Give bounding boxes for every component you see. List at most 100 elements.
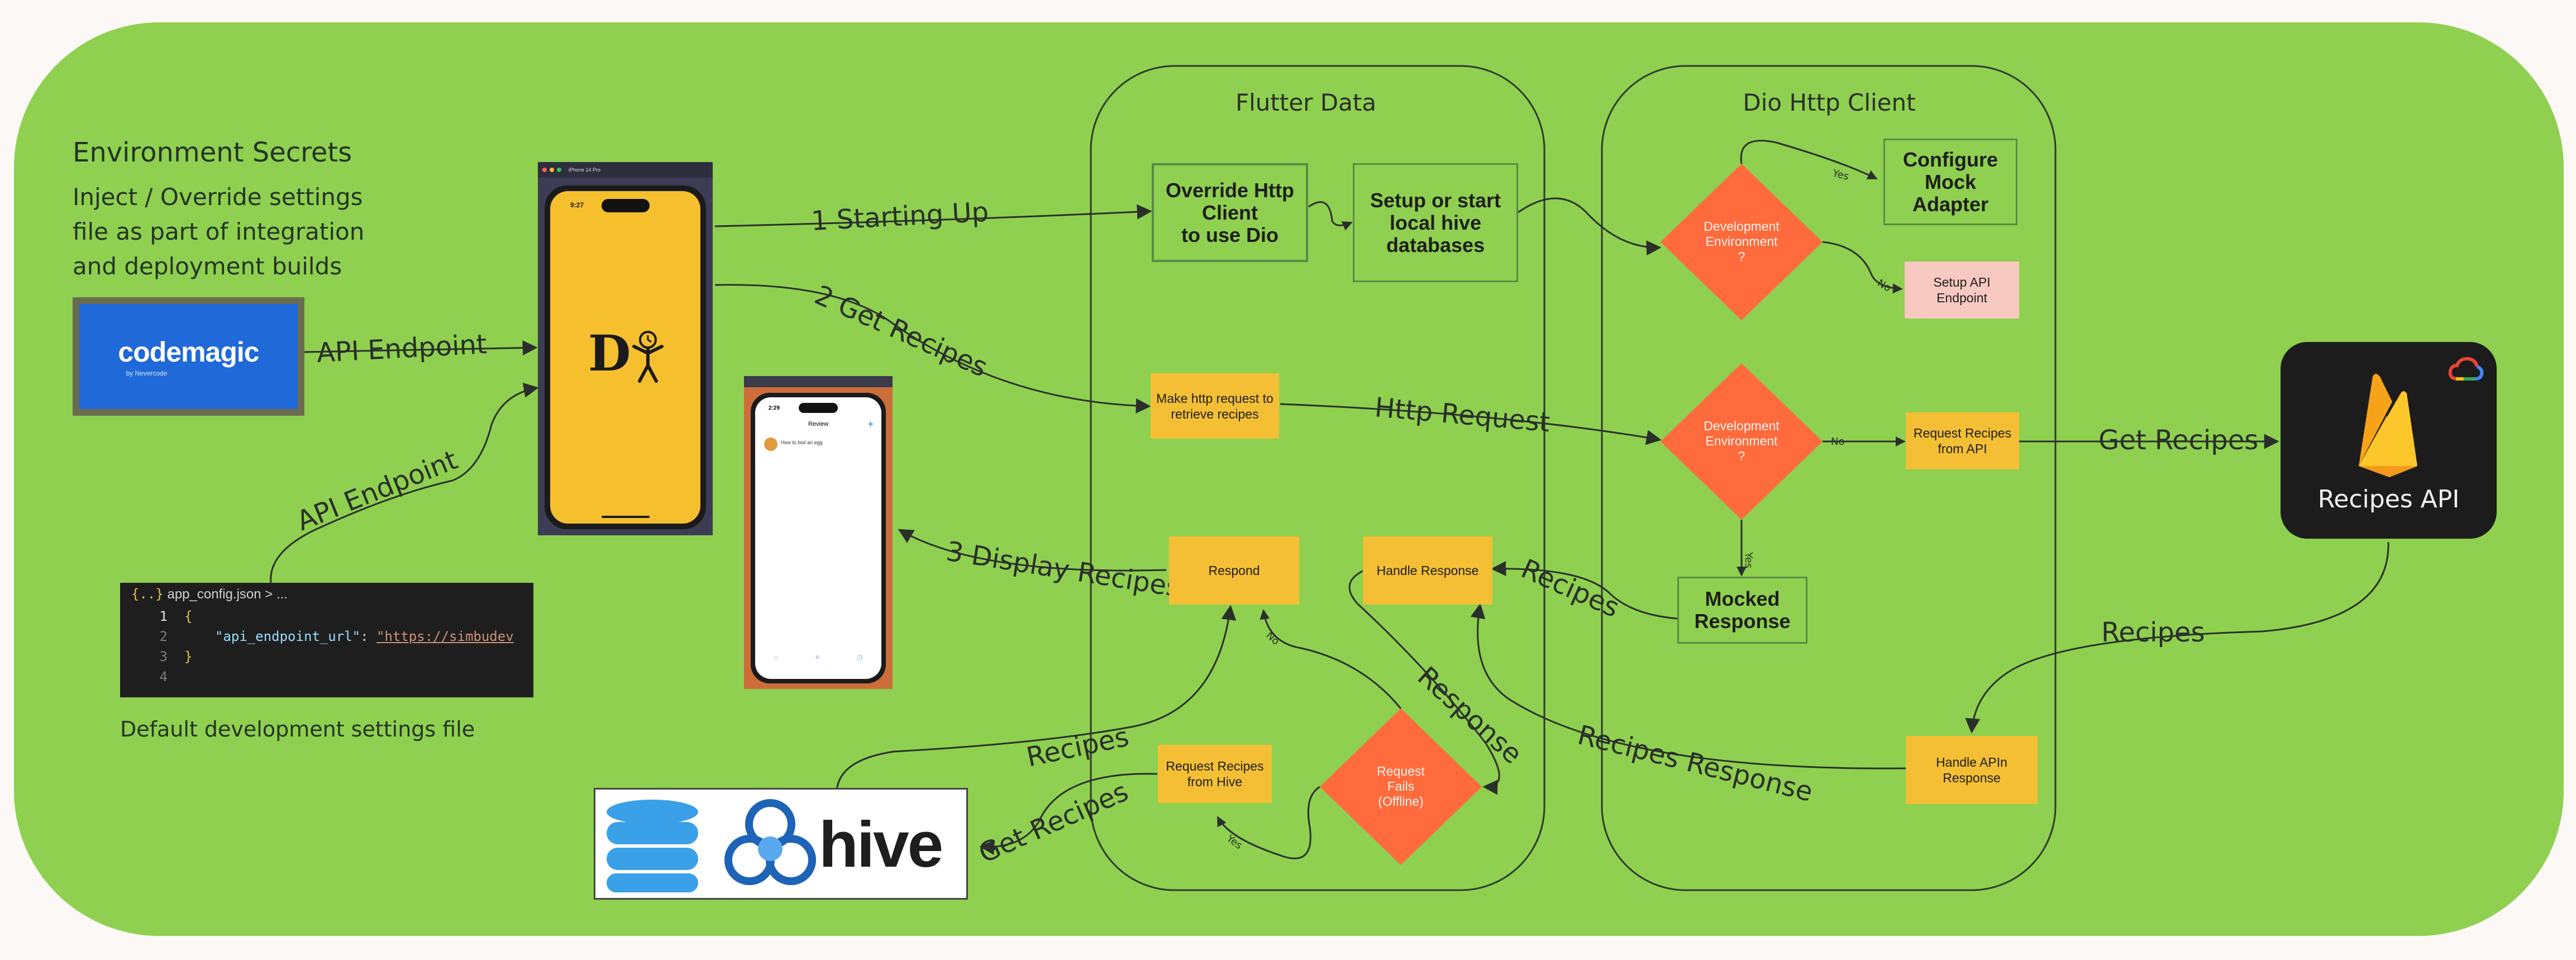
tab-list-icon[interactable]: ≡ <box>815 653 819 661</box>
respond-box: Respond <box>1169 536 1299 605</box>
arrow-api-endpoint-2 <box>270 382 539 583</box>
config-tab: {..} app_config.json > ... <box>120 583 533 605</box>
hive-logo: hive <box>594 788 968 900</box>
env-title: Environment Secrets <box>73 137 352 168</box>
simulator-toolbar-small <box>744 376 893 387</box>
code-brace-close: } <box>184 649 193 664</box>
home-indicator <box>602 516 650 518</box>
dev-env-1-line-1: Environment <box>1705 234 1778 249</box>
phone-main-screen: 9:27 D <box>550 191 700 524</box>
request-fails-diamond <box>1320 709 1482 865</box>
simulator-toolbar: iPhone 14 Pro <box>538 162 713 178</box>
code-value: "https://simbudev <box>376 629 514 644</box>
handle-api-box: Handle APIn Response <box>1906 736 2038 804</box>
box-line: retrieve recipes <box>1171 406 1259 421</box>
arrow-recipes-hive <box>836 605 1237 793</box>
dev-env-2-line-0: Development <box>1704 419 1780 433</box>
phone-main-body: 9:27 D <box>545 186 706 529</box>
code-brace-open: { <box>184 609 193 624</box>
lane-flutter-data <box>1090 65 1545 891</box>
arrow-display-recipes <box>898 529 1167 572</box>
line-number: 1 <box>159 609 168 624</box>
box-line: Response <box>1943 771 2001 785</box>
config-caption: Default development settings file <box>120 717 475 742</box>
add-icon[interactable]: + <box>867 419 874 430</box>
hive-bee-icon <box>724 799 816 885</box>
request-fails-line-2: (Offline) <box>1378 794 1423 809</box>
lane-dio-http-client <box>1601 65 2057 891</box>
arrow-api-endpoint-1 <box>304 340 538 355</box>
line-number: 3 <box>159 649 168 664</box>
arrow-yes-to-mock <box>1740 140 1878 180</box>
box-line: Mocked <box>1705 587 1780 610</box>
lane-dio-title: Dio Http Client <box>1743 89 1915 116</box>
box-line: Configure <box>1903 148 1998 171</box>
request-fails-line-1: Fails <box>1387 779 1415 793</box>
phone-small-body: 2:29 Review + How to boil an egg ⌂ ≡ ◷ <box>751 393 886 683</box>
box-line: from API <box>1938 441 1987 456</box>
tab-clock-icon[interactable]: ◷ <box>856 653 863 661</box>
list-item-text[interactable]: How to boil an egg <box>781 440 823 445</box>
dev-env-1-line-2: ? <box>1738 249 1745 264</box>
arrow-handle-api-to-handle-response <box>1470 603 1906 769</box>
box-line: Setup or start <box>1370 188 1501 212</box>
arrow-starting-up <box>714 204 1152 227</box>
request-hive-box: Request Recipes from Hive <box>1158 745 1272 803</box>
lane-flutter-title: Flutter Data <box>1235 89 1376 116</box>
review-title: Review <box>808 421 829 427</box>
arrow-yes-to-request-hive <box>1217 786 1320 859</box>
label-no-2: No <box>1831 436 1844 448</box>
dynamic-island <box>602 199 650 212</box>
arrow-get-recipes-2 <box>714 284 1151 414</box>
box-line: Request Recipes <box>1166 759 1264 773</box>
label-recipes-api-out: Recipes <box>2101 617 2205 648</box>
code-key: "api_endpoint_url" <box>215 629 361 644</box>
code-lines: { "api_endpoint_url": "https://simbudev … <box>184 606 514 667</box>
dev-env-2-diamond <box>1661 363 1823 520</box>
config-breadcrumb: > ... <box>265 587 288 602</box>
window-min-dot[interactable] <box>550 168 554 172</box>
arrow-http-request <box>1280 403 1662 445</box>
json-file-icon: {..} <box>131 586 164 602</box>
arrow-get-recipes-hive <box>979 773 1158 856</box>
phone-small: 2:29 Review + How to boil an egg ⌂ ≡ ◷ <box>744 376 893 689</box>
setup-api-box: Setup API Endpoint <box>1905 262 2019 319</box>
box-line: to use Dio <box>1181 223 1279 246</box>
codemagic-logo-inner: codemagic by Nevercode <box>79 304 298 409</box>
tab-bar: ⌂ ≡ ◷ <box>755 649 881 666</box>
small-status-time: 2:29 <box>769 405 780 411</box>
window-close-dot[interactable] <box>542 168 547 172</box>
arrow-no-to-setup-api <box>1822 241 1903 294</box>
small-dynamic-island <box>799 403 838 413</box>
box-line: Make http request to <box>1156 391 1273 406</box>
phone-small-screen: 2:29 Review + How to boil an egg ⌂ ≡ ◷ <box>755 397 881 679</box>
box-line: Client <box>1201 201 1258 224</box>
box-line: Adapter <box>1912 192 1989 216</box>
box-line: Request Recipes <box>1913 426 2012 440</box>
override-http-box: Override Http Client to use Dio <box>1152 163 1308 262</box>
env-desc: Inject / Override settings file as part … <box>73 180 364 284</box>
window-max-dot[interactable] <box>557 168 561 172</box>
mocked-response-box: Mocked Response <box>1677 577 1807 644</box>
configure-mock-box: Configure Mock Adapter <box>1883 139 2017 225</box>
code-kv: "api_endpoint_url": "https://simbudev <box>215 629 514 644</box>
arrow-recipes-from-api <box>1965 541 2389 734</box>
config-filename: app_config.json <box>167 587 261 602</box>
app-logo-letter: D <box>588 324 631 382</box>
box-line: databases <box>1386 233 1485 256</box>
env-desc-line: and deployment builds <box>73 253 342 280</box>
recipes-api-card: Recipes API <box>2281 342 2497 539</box>
tab-home-icon[interactable]: ⌂ <box>774 653 778 661</box>
make-request-box: Make http request to retrieve recipes <box>1151 373 1279 439</box>
env-desc-line: Inject / Override settings <box>73 183 363 211</box>
line-numbers: 1 2 3 4 <box>145 606 168 687</box>
box-line: Override Http <box>1165 178 1295 202</box>
phone-main: iPhone 14 Pro 9:27 D <box>538 162 713 535</box>
arrow-mocked-to-handle <box>1491 561 1678 620</box>
config-editor: {..} app_config.json > ... 1 2 3 4 { "ap… <box>120 583 533 697</box>
dev-env-1-line-0: Development <box>1704 219 1780 234</box>
database-icon <box>607 800 698 892</box>
arrow-setup-to-devenv <box>1518 197 1662 256</box>
firebase-flame-icon <box>2359 374 2417 477</box>
codemagic-logo: codemagic by Nevercode <box>73 297 304 416</box>
